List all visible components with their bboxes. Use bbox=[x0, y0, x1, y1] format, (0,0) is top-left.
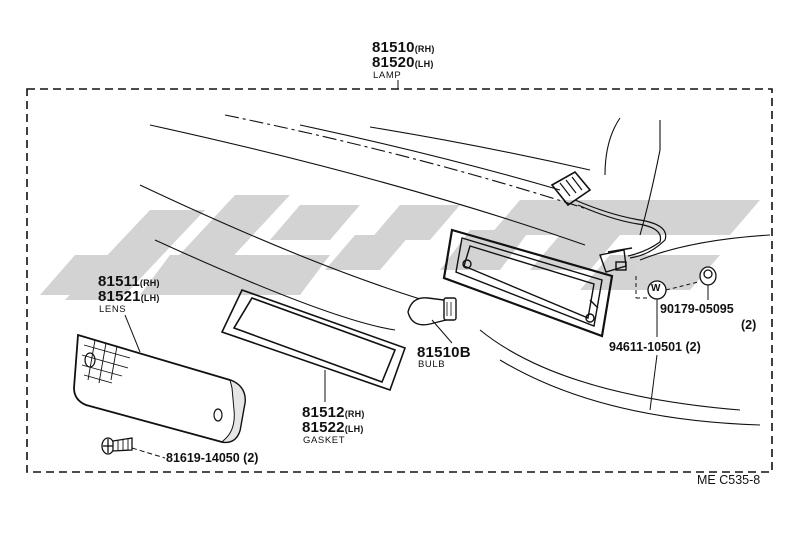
clip-part-number: 94611-10501 bbox=[609, 340, 682, 354]
bulb-name: BULB bbox=[418, 359, 446, 370]
rh-mark: (RH) bbox=[139, 278, 160, 288]
gasket-part bbox=[220, 289, 407, 392]
lamp-rh-part-number: 81510(RH) bbox=[372, 39, 435, 56]
lh-mark: (LH) bbox=[344, 424, 364, 434]
screw-qty: (2) bbox=[243, 451, 259, 465]
assembly-frame bbox=[26, 88, 773, 473]
screw-callout: 81619-14050 (2) bbox=[166, 452, 258, 465]
gasket-name: GASKET bbox=[303, 435, 346, 446]
lh-mark: (LH) bbox=[414, 59, 434, 69]
lens-lh-part-number: 81521(LH) bbox=[98, 288, 160, 305]
lens-rh-part-number: 81511(RH) bbox=[98, 273, 160, 290]
lens-part bbox=[73, 333, 246, 444]
bulb-part bbox=[407, 297, 457, 326]
lens-name: LENS bbox=[99, 304, 127, 315]
body-contours bbox=[139, 114, 771, 426]
lh-mark: (LH) bbox=[140, 293, 160, 303]
wire-harness bbox=[550, 170, 667, 259]
leader-lines bbox=[124, 80, 709, 459]
clip-qty: (2) bbox=[685, 340, 701, 354]
watermark-logo bbox=[40, 195, 760, 300]
gasket-rh-part-number: 81512(RH) bbox=[302, 404, 365, 421]
rh-mark: (RH) bbox=[344, 409, 365, 419]
clip-mark: W bbox=[651, 283, 661, 294]
gasket-lh-part-number: 81522(LH) bbox=[302, 419, 364, 436]
rh-mark: (RH) bbox=[414, 44, 435, 54]
lamp-name: LAMP bbox=[373, 70, 402, 81]
lamp-housing bbox=[442, 228, 633, 338]
nut-part-number: 90179-05095 bbox=[660, 302, 734, 316]
bulb-part-number: 81510B bbox=[417, 344, 471, 361]
lamp-lh-part-number: 81520(LH) bbox=[372, 54, 434, 71]
clip-callout: 94611-10501 (2) bbox=[609, 341, 701, 354]
nut-qty: (2) bbox=[741, 318, 757, 332]
nut-part bbox=[699, 266, 717, 286]
screw-part-number: 81619-14050 bbox=[166, 451, 240, 465]
screw-part bbox=[101, 437, 133, 455]
drawing-code: ME C535-8 bbox=[697, 473, 761, 487]
